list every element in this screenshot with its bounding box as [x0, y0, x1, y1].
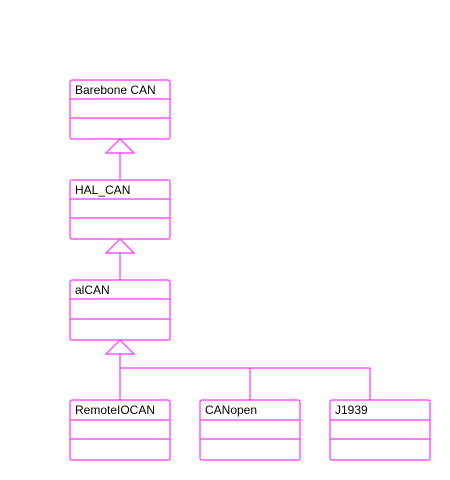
class-name: Barebone CAN — [75, 83, 156, 97]
class-hal-can[interactable]: HAL_CAN — [69, 179, 171, 240]
generalization-halcan-alcan — [104, 238, 136, 280]
inheritance-arrow-icon — [104, 339, 136, 355]
class-canopen[interactable]: CANopen — [199, 399, 301, 461]
class-name: HAL_CAN — [75, 183, 130, 197]
class-j1939[interactable]: J1939 — [329, 399, 431, 461]
inheritance-arrow-icon — [104, 138, 136, 154]
class-name: RemoteIOCAN — [75, 403, 155, 417]
class-name: CANopen — [205, 403, 257, 417]
class-name: alCAN — [75, 283, 110, 297]
class-remoteiocan[interactable]: RemoteIOCAN — [69, 399, 171, 461]
inheritance-arrow-icon — [104, 238, 136, 254]
class-name: J1939 — [335, 403, 368, 417]
generalization-alcan-children — [104, 339, 371, 400]
class-barebone-can[interactable]: Barebone CAN — [69, 79, 171, 140]
class-alcan[interactable]: alCAN — [69, 279, 171, 341]
generalization-barebone-halcan — [104, 138, 136, 180]
